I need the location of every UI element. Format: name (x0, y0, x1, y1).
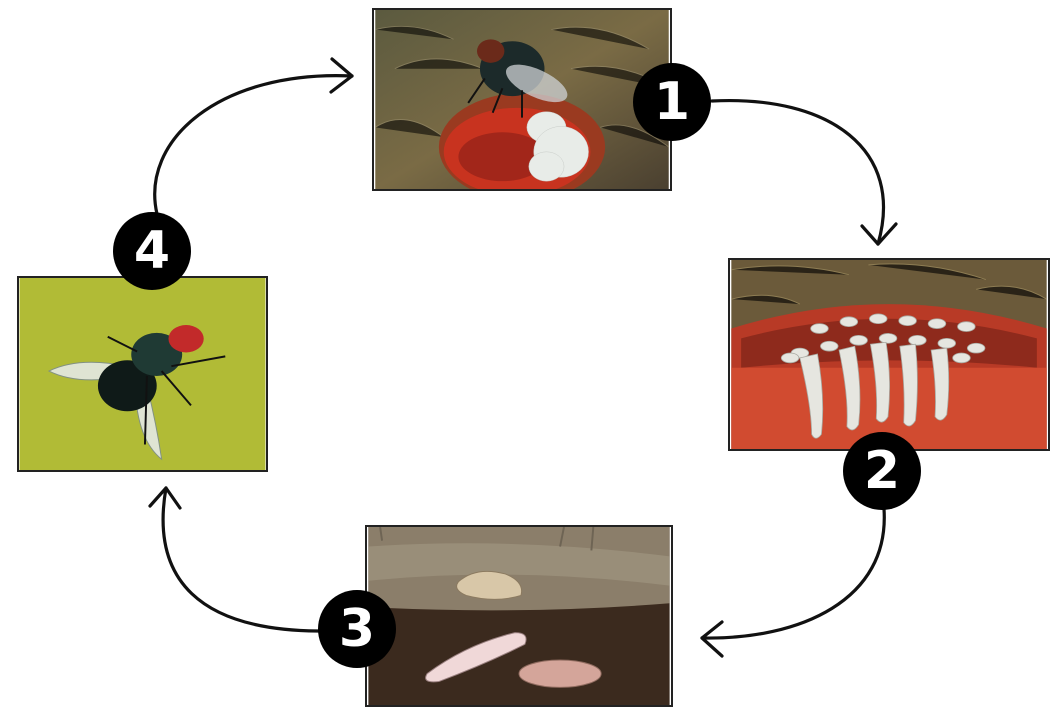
stage-1-eggs-panel (372, 8, 672, 191)
arrow-1-to-2 (712, 101, 884, 244)
larvae-in-wound-illustration (730, 260, 1048, 449)
arrow-3-to-4 (163, 488, 318, 631)
arrow-2-to-3-head (702, 622, 722, 656)
stage-4-badge: 4 (113, 212, 191, 290)
arrow-1-to-2-head (862, 224, 896, 244)
larvae-and-pupa-in-soil-illustration (367, 527, 671, 705)
stage-3-pupa-panel (365, 525, 673, 707)
stage-2-larvae-panel (728, 258, 1050, 451)
arrow-2-to-3 (702, 509, 884, 638)
fly-laying-eggs-illustration (374, 10, 670, 189)
stage-4-adult-panel (17, 276, 268, 472)
arrow-4-to-1-head (331, 59, 352, 92)
stage-3-badge: 3 (318, 590, 396, 668)
arrow-4-to-1 (155, 76, 352, 214)
stage-1-badge: 1 (633, 63, 711, 141)
adult-blowfly-illustration (19, 278, 266, 470)
arrow-3-to-4-head (150, 488, 180, 508)
larva-2 (519, 660, 601, 687)
stage-2-badge: 2 (843, 432, 921, 510)
